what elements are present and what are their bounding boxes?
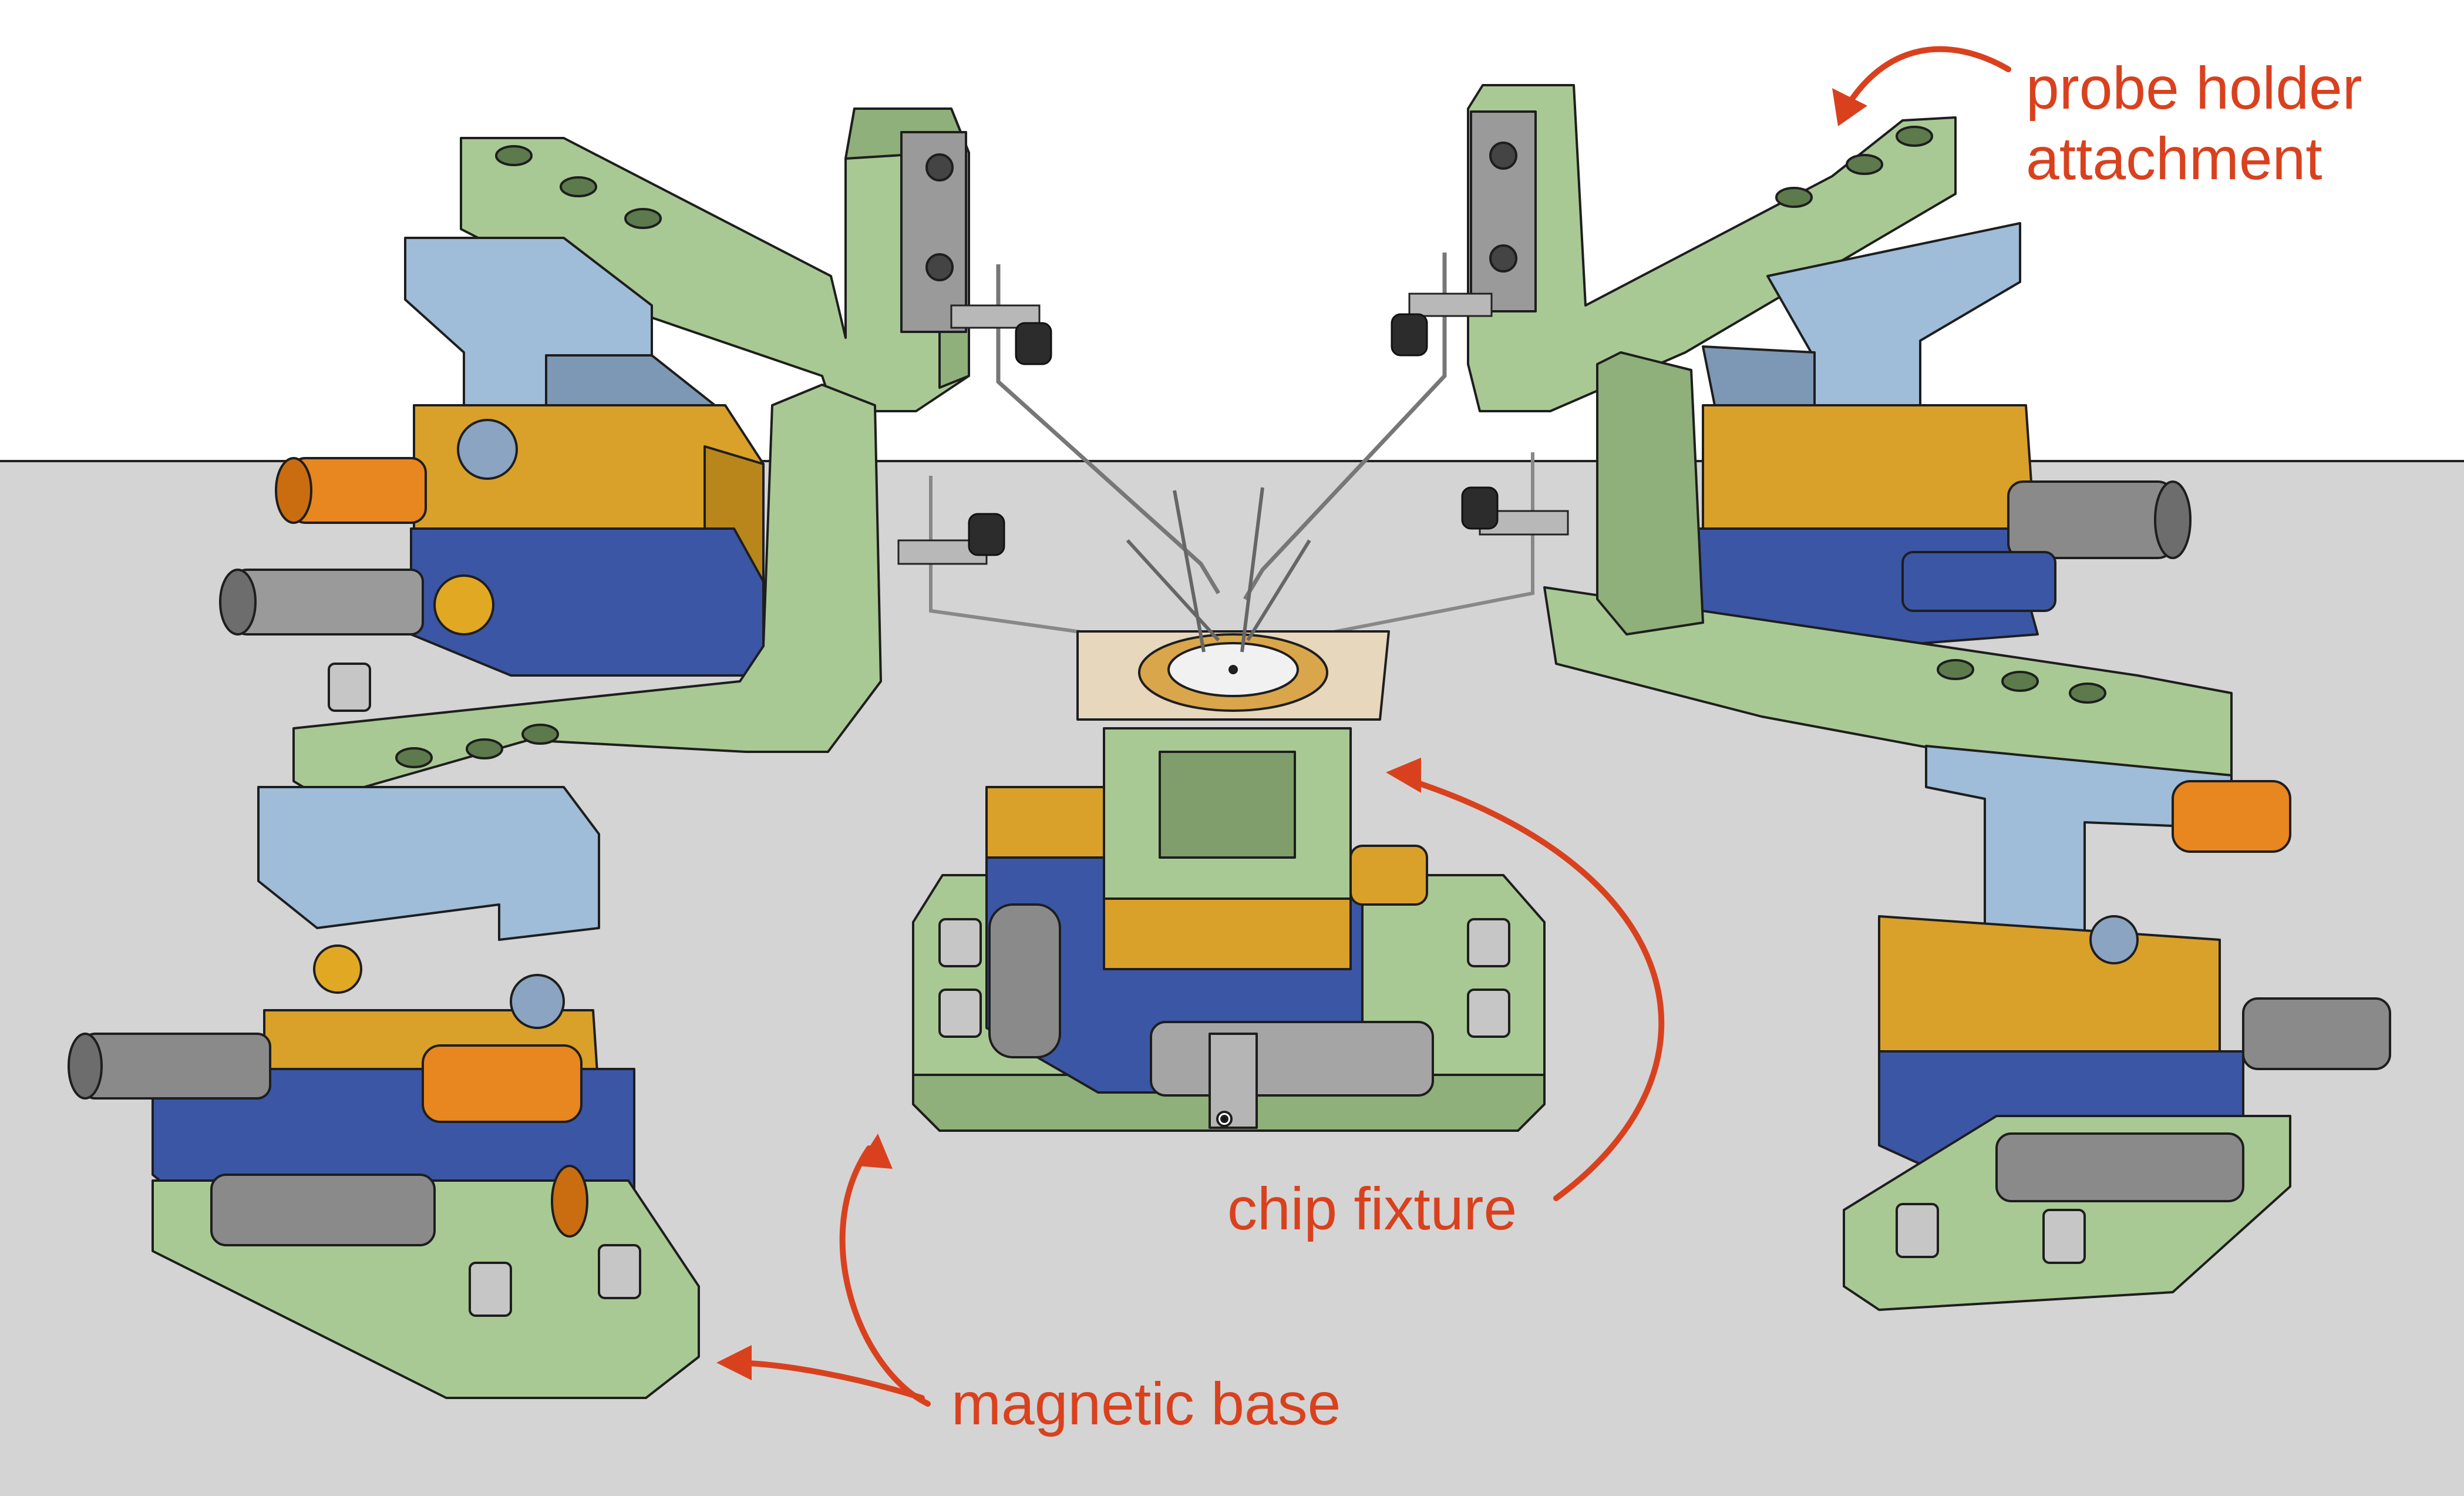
- chip-fixture: [912, 630, 1546, 1132]
- arrow-chip-fixture: [1401, 775, 1665, 1201]
- right-back-probe-wire: [1243, 253, 1493, 600]
- probe-holder-label-line2: attachment: [2026, 125, 2322, 192]
- right-back-manipulator: [1467, 84, 2233, 794]
- annotation-arrowheads: [716, 88, 1867, 1380]
- probe-holder-label-line1: probe holder: [2026, 55, 2362, 122]
- probe-holder-attachment-label: probe holder attachment: [2026, 53, 2362, 194]
- side-probe-wires: [897, 452, 1569, 642]
- left-front-manipulator: [68, 384, 882, 1399]
- probe-needles: [1126, 487, 1311, 653]
- annotation-arrows: [728, 46, 2011, 1407]
- left-back-probe-wire: [950, 264, 1221, 594]
- chip-fixture-label: chip fixture: [1227, 1175, 1517, 1242]
- arrow-probe-holder: [1841, 46, 2011, 115]
- magnetic-base-label: magnetic base: [951, 1370, 1341, 1437]
- arrow-base-center: [839, 1145, 931, 1407]
- arrow-base-left: [728, 1360, 925, 1401]
- left-back-manipulator: [219, 107, 970, 677]
- right-front-manipulator: [1843, 745, 2391, 1311]
